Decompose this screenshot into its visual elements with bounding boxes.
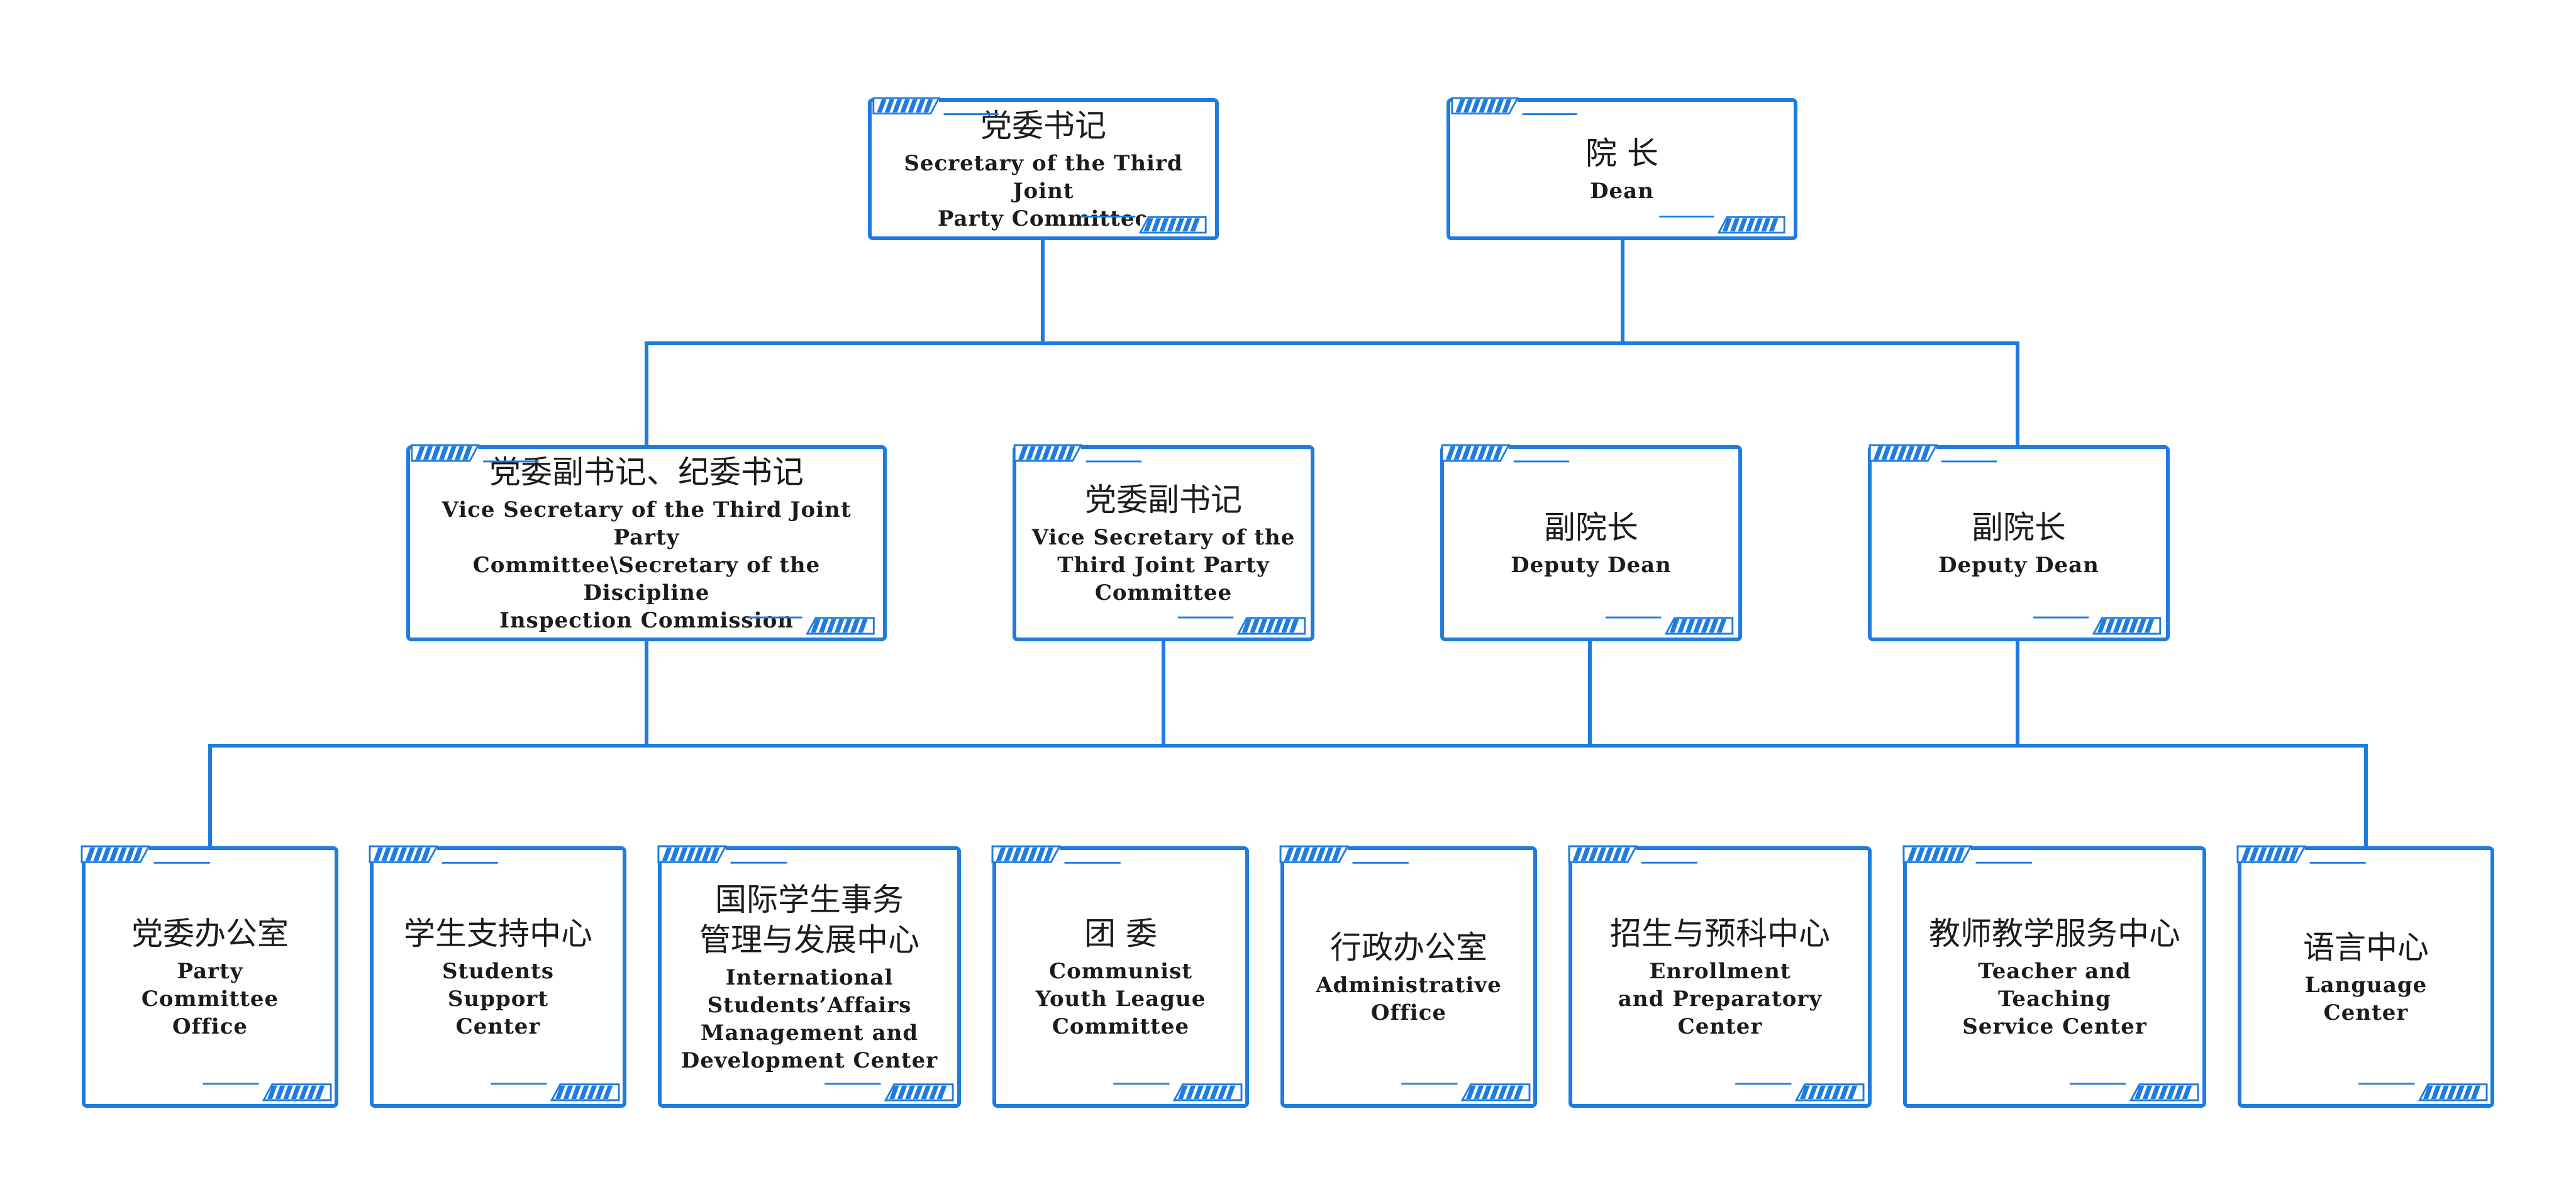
node-youth-league: 团 委 Communist Youth League Committee (991, 845, 1249, 1108)
node-title-cn: 党委书记 (980, 108, 1106, 144)
node-title-en: Teacher and Teaching Service Center (1962, 959, 2147, 1039)
node-title-cn: 教师教学服务中心 (1929, 915, 2180, 952)
node-deputy-dean-2: 副院长 Deputy Dean (1868, 444, 2170, 641)
node-title-en: Dean (1590, 179, 1654, 204)
node-title-en: Students Support Center (442, 959, 554, 1039)
node-title-cn: 党委副书记 (1085, 482, 1242, 518)
node-party-committee-office: 党委办公室 Party Committee Office (80, 845, 338, 1108)
node-title-en: Communist Youth League Committee (1035, 959, 1206, 1039)
node-title-cn: 团 委 (1084, 915, 1157, 952)
node-title-cn: 副院长 (1972, 509, 2066, 546)
node-vice-secretary-discipline: 党委副书记、纪委书记 Vice Secretary of the Third J… (406, 444, 887, 641)
node-title-cn: 院 长 (1585, 135, 1658, 172)
node-title-en: Deputy Dean (1511, 553, 1672, 578)
node-title-en: International Students’Affairs Managemen… (680, 965, 938, 1073)
node-title-cn: 行政办公室 (1330, 929, 1487, 966)
node-title-cn: 党委办公室 (131, 915, 289, 952)
node-title-en: Enrollment and Preparatory Center (1618, 959, 1823, 1039)
node-title-cn: 学生支持中心 (404, 915, 592, 952)
node-enrollment-center: 招生与预科中心 Enrollment and Preparatory Cente… (1568, 845, 1872, 1108)
node-dean: 院 长 Dean (1446, 97, 1797, 240)
node-international-students-center: 国际学生事务 管理与发展中心 International Students’Af… (657, 845, 961, 1108)
node-students-support-center: 学生支持中心 Students Support Center (369, 845, 626, 1108)
node-title-cn: 招生与预科中心 (1610, 915, 1830, 952)
node-title-en: Party Committee Office (141, 959, 279, 1039)
node-title-en: Vice Secretary of the Third Joint Party … (441, 497, 852, 633)
node-language-center: 语言中心 Language Center (2236, 845, 2494, 1108)
node-title-cn: 党委副书记、纪委书记 (489, 454, 804, 490)
node-administrative-office: 行政办公室 Administrative Office (1279, 845, 1537, 1108)
node-title-en: Vice Secretary of the Third Joint Party … (1031, 525, 1296, 605)
node-title-cn: 语言中心 (2303, 929, 2429, 966)
node-title-cn: 副院长 (1544, 509, 1638, 546)
node-title-en: Administrative Office (1316, 973, 1502, 1025)
node-title-en: Language Center (2304, 973, 2428, 1025)
node-deputy-dean-1: 副院长 Deputy Dean (1440, 444, 1742, 641)
node-title-en: Deputy Dean (1938, 553, 2099, 578)
node-title-en: Secretary of the Third Joint Party Commi… (904, 151, 1183, 231)
node-party-secretary: 党委书记 Secretary of the Third Joint Party … (868, 97, 1219, 240)
node-vice-secretary: 党委副书记 Vice Secretary of the Third Joint … (1013, 444, 1314, 641)
node-title-cn: 国际学生事务 管理与发展中心 (699, 881, 919, 958)
node-teaching-service-center: 教师教学服务中心 Teacher and Teaching Service Ce… (1902, 845, 2206, 1108)
